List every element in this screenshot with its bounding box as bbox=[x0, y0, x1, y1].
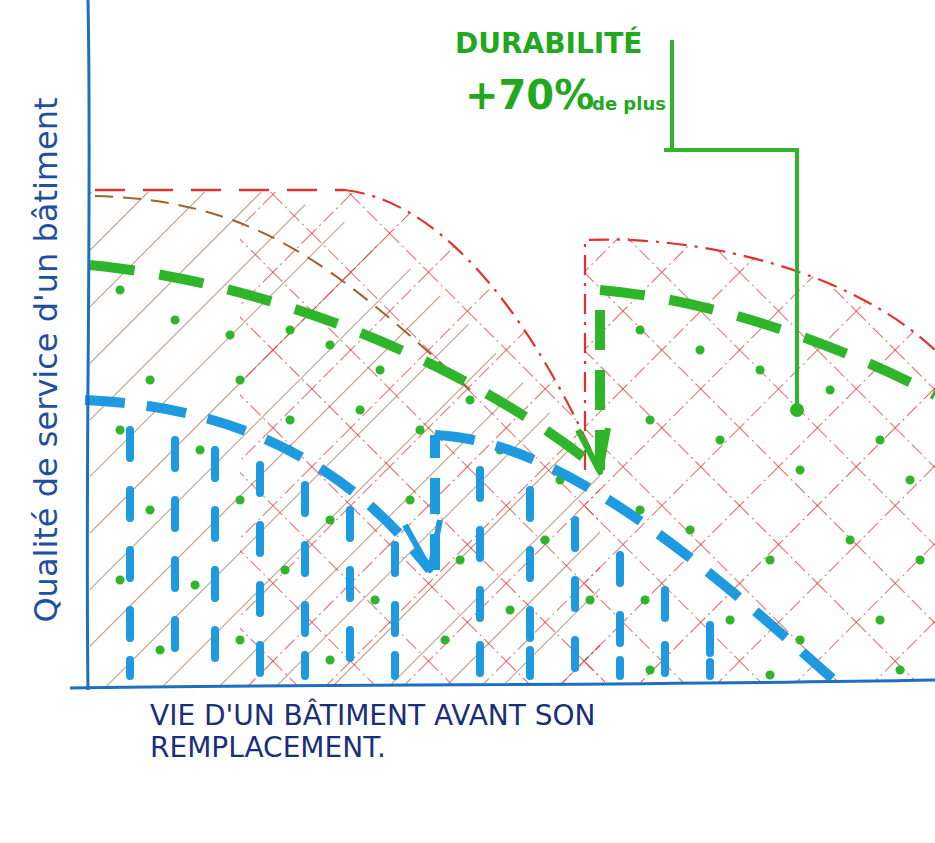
red-curve bbox=[345, 190, 600, 470]
blue-dashes bbox=[130, 430, 710, 676]
green-curve bbox=[595, 290, 605, 470]
brown-hatch bbox=[90, 192, 600, 686]
leader-line bbox=[664, 40, 797, 404]
blue-curve bbox=[430, 435, 440, 570]
green-curve bbox=[90, 265, 600, 470]
callout-title: DURABILITÉ bbox=[455, 28, 642, 60]
green-curve bbox=[600, 290, 935, 395]
callout-note: de plus bbox=[592, 94, 666, 115]
blue-curve bbox=[435, 435, 845, 690]
leader-dot bbox=[790, 403, 804, 417]
y-axis bbox=[87, 0, 89, 690]
red-hatch bbox=[240, 192, 600, 686]
green-dots bbox=[120, 290, 920, 675]
blue-curve bbox=[85, 400, 430, 570]
callout-number: +70% bbox=[465, 72, 594, 118]
red-hatch bbox=[240, 192, 600, 686]
brown-curve bbox=[95, 196, 470, 390]
x-axis bbox=[70, 680, 935, 688]
axis-label: VIE D'UN BÂTIMENT AVANT SON REMPLACEMENT… bbox=[150, 700, 630, 764]
axis-label: Qualité de service d'un bâtiment bbox=[28, 97, 65, 622]
red-curve bbox=[585, 240, 935, 470]
red-dashed-line bbox=[95, 189, 345, 192]
